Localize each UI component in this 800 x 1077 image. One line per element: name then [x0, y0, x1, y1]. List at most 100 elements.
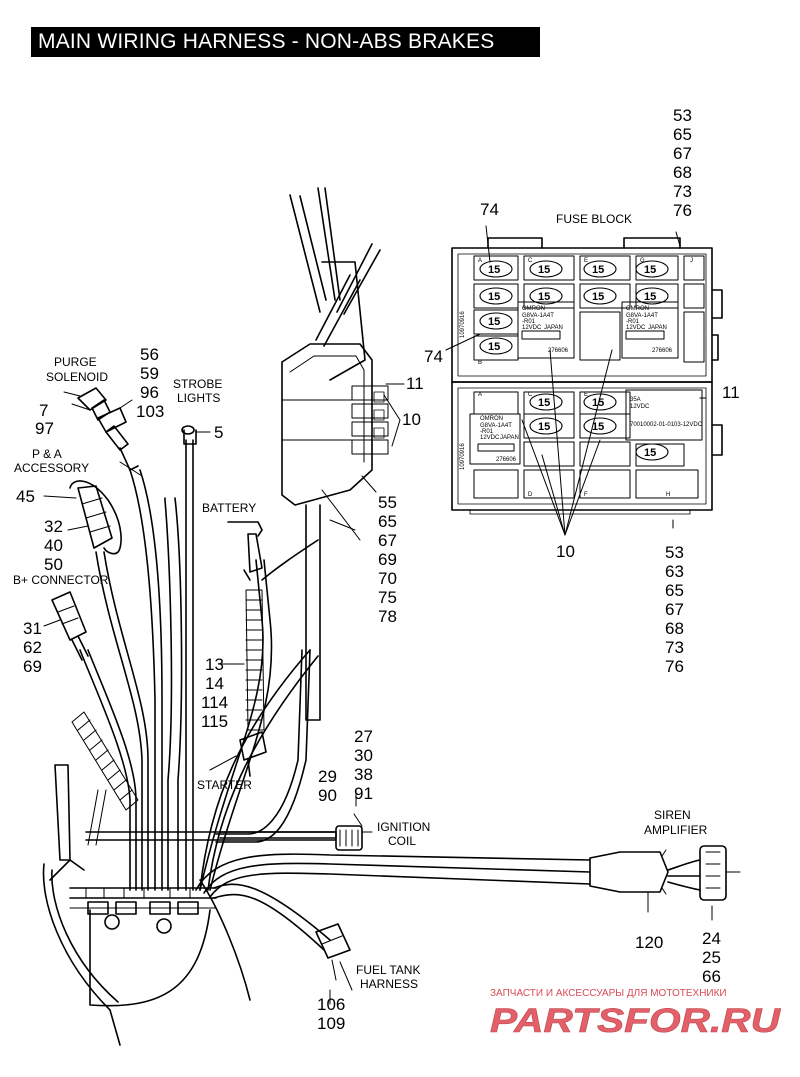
- callout-number: 67: [665, 600, 684, 619]
- watermark: ЗАПЧАСТИ И АКСЕССУАРЫ ДЛЯ МОТОТЕХНИКИ PA…: [490, 988, 782, 1040]
- pa-accessory-connector: [43, 480, 122, 555]
- callout-number: 63: [665, 562, 684, 581]
- strobe-lights-connector: [181, 425, 211, 445]
- column-letter: A: [478, 258, 482, 264]
- callout-number: 109: [317, 1014, 345, 1033]
- relay-text: -R01: [626, 319, 640, 325]
- battery-label: BATTERY: [202, 501, 256, 515]
- fuse-label: 15: [488, 316, 500, 328]
- siren-amplifier-label: SIREN: [654, 808, 691, 822]
- battery-cable-coil: [219, 539, 319, 731]
- watermark-tagline: ЗАПЧАСТИ И АКСЕССУАРЫ ДЛЯ МОТОТЕХНИКИ: [490, 988, 727, 999]
- callout-number: 27: [354, 727, 373, 746]
- battery-connector: [227, 521, 263, 581]
- callout-number: 55: [378, 493, 397, 512]
- relay-text: 12VDC: [480, 435, 500, 441]
- column-letter: A: [478, 392, 482, 398]
- siren-amplifier-connector: [589, 845, 741, 921]
- callout-number: 30: [354, 746, 373, 765]
- frame-outline: [42, 764, 251, 1046]
- main-harness-trunk: [69, 439, 591, 951]
- callout-numbers: 53 65 67 68 73 76 74 74 56 59 96 103 7 9…: [16, 106, 740, 1033]
- purge-solenoid-label: PURGE: [54, 355, 97, 369]
- callout-number: 67: [378, 531, 397, 550]
- callout-number: 70: [378, 569, 397, 588]
- callout-number: 65: [665, 581, 684, 600]
- callout-number: 73: [673, 182, 692, 201]
- fuse-label: 15: [488, 291, 500, 303]
- fuse-label: 15: [644, 264, 656, 276]
- fuse-label: 15: [488, 264, 500, 276]
- callout-number: 76: [673, 201, 692, 220]
- relay-text: 70010002-01-0103-12VDC: [630, 422, 703, 428]
- callout-number: 59: [140, 364, 159, 383]
- strobe-lights-label: LIGHTS: [177, 391, 220, 405]
- b-plus-connector-label: B+ CONNECTOR: [13, 573, 109, 587]
- callout-number: 65: [673, 125, 692, 144]
- relay-text: 276606: [652, 348, 673, 354]
- fuse-block-labels: FUSE BLOCK 15 15 15 15 15 15 15 15 15 15…: [460, 212, 703, 498]
- component-labels: PURGE SOLENOID STROBE LIGHTS P & A ACCES…: [13, 355, 708, 991]
- side-code: 10970916: [460, 311, 466, 338]
- callout-number: 115: [201, 712, 228, 731]
- relay-text: OMRON: [480, 416, 503, 422]
- fuse-label: 15: [592, 264, 604, 276]
- relay-text: G8VA-1A4T: [480, 423, 512, 429]
- callout-number: 74: [424, 347, 443, 366]
- callout-number: 69: [378, 550, 397, 569]
- column-letter: D: [528, 492, 533, 498]
- fuse-label: 15: [644, 291, 656, 303]
- callout-number: 7: [39, 401, 48, 420]
- callout-number: 68: [673, 163, 692, 182]
- relay-text: G8VA-1A4T: [626, 313, 658, 319]
- column-letter: E: [584, 258, 588, 264]
- callout-number: 62: [23, 638, 42, 657]
- relay-text: 12VDC: [522, 325, 542, 331]
- column-letter: J: [690, 258, 693, 264]
- ignition-coil-label: COIL: [388, 834, 416, 848]
- callout-number: 66: [702, 967, 721, 986]
- callout-number: 67: [673, 144, 692, 163]
- pa-accessory-label: ACCESSORY: [14, 461, 89, 475]
- relay-text: OMRON: [626, 306, 649, 312]
- fuse-block-label: FUSE BLOCK: [556, 212, 632, 226]
- column-letter: G: [640, 258, 645, 264]
- callout-number: 31: [23, 619, 42, 638]
- callout-number: 50: [44, 555, 63, 574]
- relay-text: 12VDC: [630, 404, 650, 410]
- column-letter: H: [666, 492, 670, 498]
- callout-number: 5: [214, 423, 223, 442]
- conduit-left: [71, 711, 139, 811]
- harness-mount-bracket: [281, 187, 405, 721]
- callout-number: 97: [35, 419, 54, 438]
- fuse-label: 15: [644, 447, 656, 459]
- callout-number: 76: [665, 657, 684, 676]
- callout-number: 53: [673, 106, 692, 125]
- callout-number: 106: [317, 995, 345, 1014]
- callout-number: 75: [378, 588, 397, 607]
- b-plus-connector: [43, 591, 89, 661]
- starter-label: STARTER: [197, 778, 252, 792]
- callout-number: 14: [205, 674, 224, 693]
- callout-number: 65: [378, 512, 397, 531]
- callout-number: 96: [140, 383, 159, 402]
- callout-number: 120: [635, 933, 663, 952]
- callout-number: 68: [665, 619, 684, 638]
- callout-number: 10: [402, 410, 421, 429]
- callout-number: 73: [665, 638, 684, 657]
- purge-solenoid-label: SOLENOID: [46, 370, 108, 384]
- watermark-brand: PARTSFOR.RU: [490, 1002, 782, 1040]
- fuse-label: 15: [538, 264, 550, 276]
- fuse-label: 15: [592, 397, 604, 409]
- callout-number: 103: [136, 402, 164, 421]
- callout-number: 40: [44, 536, 63, 555]
- callout-number: 11: [406, 374, 424, 393]
- callout-number: 10: [556, 542, 575, 561]
- callout-number: 78: [378, 607, 397, 626]
- siren-amplifier-label: AMPLIFIER: [644, 823, 708, 837]
- callout-number: 91: [354, 784, 373, 803]
- starter-connector: [239, 731, 267, 777]
- callout-number: 29: [318, 767, 337, 786]
